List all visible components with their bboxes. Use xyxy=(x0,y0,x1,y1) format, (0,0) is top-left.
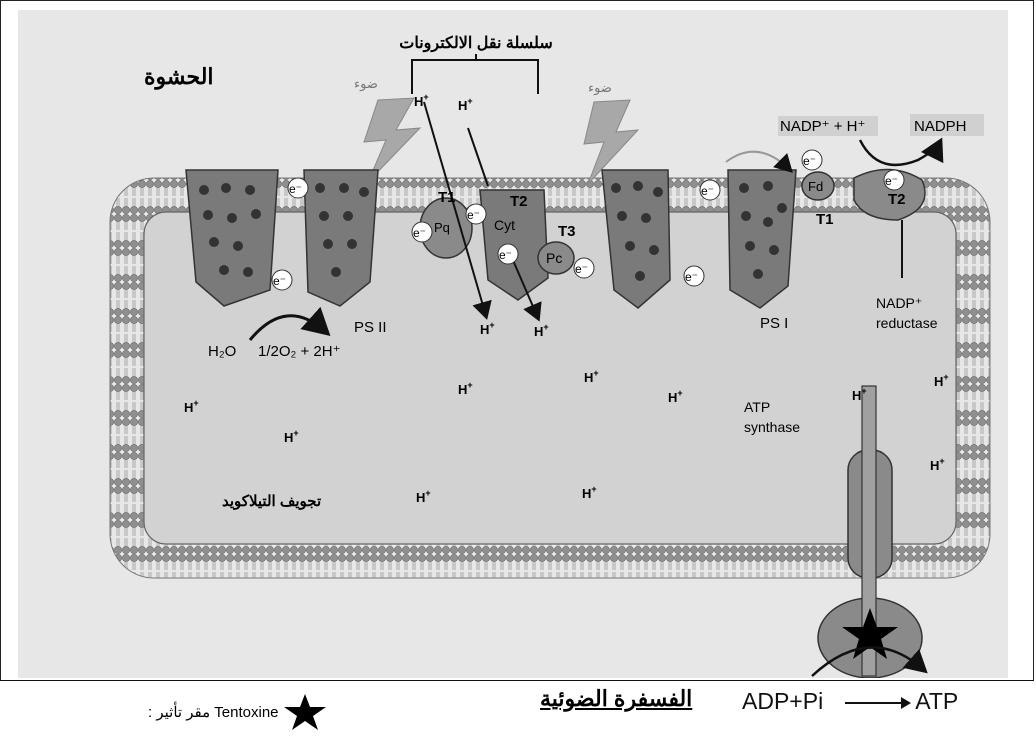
lumen-label: تجويف التيلاكويد xyxy=(222,493,321,510)
label-nadp-reductase-2: reductase xyxy=(876,315,938,331)
label-ps2: PS II xyxy=(354,319,387,336)
label-t2-cyt: T2 xyxy=(510,193,528,210)
label-t1-pq: T1 xyxy=(438,189,456,206)
svg-text:H+: H+ xyxy=(458,96,473,113)
figure-caption: الفسفرة الضوئية xyxy=(540,686,692,712)
svg-text:e⁻: e⁻ xyxy=(685,270,698,284)
equation-arrow-icon xyxy=(845,702,909,704)
label-pc: Pc xyxy=(546,250,562,266)
label-t2-reductase: T2 xyxy=(888,191,906,208)
svg-text:e⁻: e⁻ xyxy=(467,208,480,222)
equation-reactant: ADP+Pi xyxy=(742,688,823,714)
svg-text:e⁻: e⁻ xyxy=(803,154,816,168)
light-label-right: ضوء xyxy=(588,80,612,96)
legend: : مقر تأثير Tentoxine xyxy=(148,692,329,732)
svg-text:e⁻: e⁻ xyxy=(289,182,302,196)
label-fd: Fd xyxy=(808,179,823,194)
svg-text:e⁻: e⁻ xyxy=(701,184,714,198)
svg-text:e⁻: e⁻ xyxy=(575,262,588,276)
label-cyt: Cyt xyxy=(494,217,515,233)
label-nadp-in: NADP⁺ + H⁺ xyxy=(780,118,865,135)
star-icon xyxy=(281,692,329,732)
label-atp-synthase-1: ATP xyxy=(744,399,770,415)
svg-text:e⁻: e⁻ xyxy=(413,226,426,240)
light-label-left: ضوء xyxy=(354,76,378,92)
label-ps1: PS I xyxy=(760,315,788,332)
label-nadph: NADPH xyxy=(914,118,967,135)
stroma-label: الحشوة xyxy=(144,64,214,90)
svg-text:e⁻: e⁻ xyxy=(499,248,512,262)
atp-equation: ADP+Pi ATP xyxy=(742,688,958,715)
label-atp-synthase-2: synthase xyxy=(744,419,800,435)
equation-product: ATP xyxy=(915,688,958,714)
etc-bracket xyxy=(412,60,538,94)
svg-text:e⁻: e⁻ xyxy=(273,274,286,288)
label-t1-fd: T1 xyxy=(816,211,834,228)
label-h2o: H₂O xyxy=(208,343,236,360)
label-pq: Pq xyxy=(434,220,450,235)
label-oxygen: 1/2O₂ + 2H⁺ xyxy=(258,343,341,360)
etc-title: سلسلة نقل الالكترونات xyxy=(399,35,552,53)
svg-text:e⁻: e⁻ xyxy=(885,174,898,188)
svg-text:H+: H+ xyxy=(414,92,429,109)
legend-text: : مقر تأثير Tentoxine xyxy=(148,703,279,721)
label-nadp-reductase-1: NADP⁺ xyxy=(876,295,922,311)
label-t3: T3 xyxy=(558,223,576,240)
thylakoid-diagram: e⁻ e⁻ e⁻ e⁻ e⁻ e⁻ e⁻ e⁻ e⁻ e⁻ سلسلة نقل … xyxy=(18,10,1008,678)
